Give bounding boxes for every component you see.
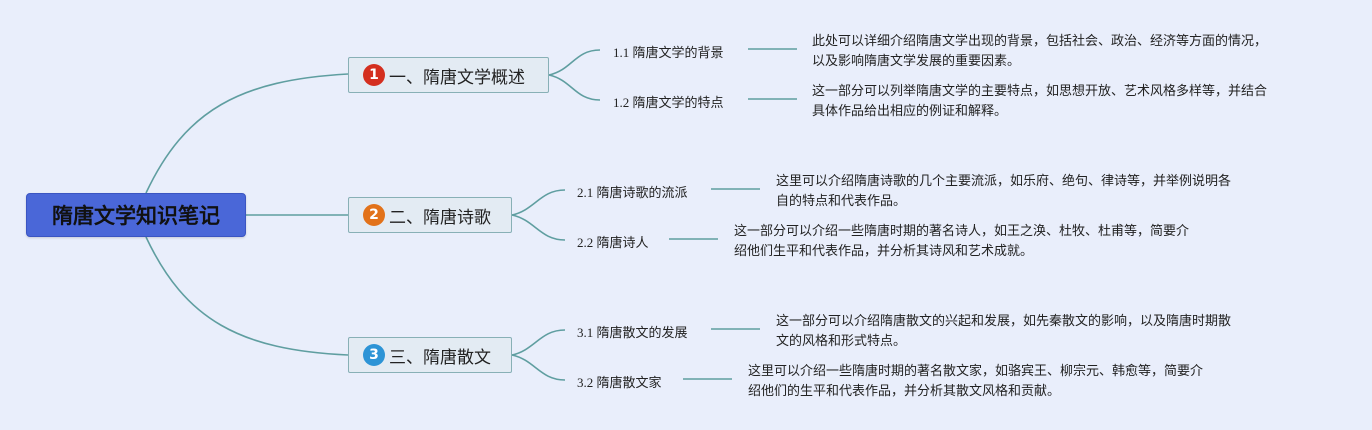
description-line: 以及影响隋唐文学发展的重要因素。: [812, 54, 1021, 69]
subtopic-label: 隋唐散文的发展: [596, 326, 688, 341]
description-line: 此处可以详细介绍隋唐文学出现的背景，包括社会、政治、经济等方面的情况，: [812, 34, 1268, 49]
subtopic-label: 隋唐文学的背景: [632, 46, 724, 61]
root-title: 隋唐文学知识笔记: [52, 204, 220, 228]
subtopic-3-2[interactable]: 3.2 隋唐散文家: [577, 372, 662, 391]
branch-label: 三、隋唐散文: [389, 347, 491, 368]
description-line: 自的特点和代表作品。: [776, 194, 907, 209]
subtopic-1-2[interactable]: 1.2 隋唐文学的特点: [613, 92, 724, 111]
connector-branch-2-sub-1: [511, 189, 566, 216]
subtopic-number: 1.2: [613, 95, 630, 110]
subtopic-number: 3.2: [577, 375, 594, 390]
number-badge-2-icon: 2: [363, 204, 385, 226]
connector-root-branch-1: [145, 73, 349, 194]
subtopic-label: 隋唐文学的特点: [632, 96, 724, 111]
description-line: 这一部分可以介绍一些隋唐时期的著名诗人，如王之涣、杜牧、杜甫等，简要介: [734, 224, 1190, 239]
connector-branch-3-sub-2: [511, 354, 566, 381]
connector-branch-1-sub-1: [548, 49, 601, 76]
branch-topic-poetry[interactable]: 2 二、隋唐诗歌: [348, 197, 512, 233]
connector-root-branch-3: [145, 236, 349, 356]
subtopic-number: 2.1: [577, 185, 594, 200]
subtopic-label: 隋唐诗歌的流派: [596, 186, 688, 201]
description-3-1[interactable]: 这一部分可以介绍隋唐散文的兴起和发展，如先秦散文的影响，以及隋唐时期散 文的风格…: [776, 312, 1231, 352]
subtopic-number: 3.1: [577, 325, 594, 340]
description-2-1[interactable]: 这里可以介绍隋唐诗歌的几个主要流派，如乐府、绝句、律诗等，并举例说明各 自的特点…: [776, 172, 1231, 212]
description-line: 这里可以介绍一些隋唐时期的著名散文家，如骆宾王、柳宗元、韩愈等，简要介: [748, 364, 1204, 379]
branch-label: 一、隋唐文学概述: [389, 67, 525, 88]
branch-topic-overview[interactable]: 1 一、隋唐文学概述: [348, 57, 549, 93]
connector-branch-2-sub-2: [511, 214, 566, 241]
description-1-2[interactable]: 这一部分可以列举隋唐文学的主要特点，如思想开放、艺术风格多样等，并结合 具体作品…: [812, 82, 1267, 122]
description-line: 这一部分可以介绍隋唐散文的兴起和发展，如先秦散文的影响，以及隋唐时期散: [776, 314, 1232, 329]
subtopic-2-2[interactable]: 2.2 隋唐诗人: [577, 232, 649, 251]
branch-label: 二、隋唐诗歌: [389, 207, 491, 228]
connector-branch-1-sub-2: [548, 74, 601, 101]
number-badge-3-icon: 3: [363, 344, 385, 366]
subtopic-3-1[interactable]: 3.1 隋唐散文的发展: [577, 322, 688, 341]
subtopic-number: 2.2: [577, 235, 594, 250]
connector-branch-3-sub-1: [511, 329, 566, 356]
description-line: 绍他们的生平和代表作品，并分析其散文风格和贡献。: [748, 384, 1061, 399]
subtopic-2-1[interactable]: 2.1 隋唐诗歌的流派: [577, 182, 688, 201]
description-line: 绍他们生平和代表作品，并分析其诗风和艺术成就。: [734, 244, 1034, 259]
subtopic-number: 1.1: [613, 45, 630, 60]
description-3-2[interactable]: 这里可以介绍一些隋唐时期的著名散文家，如骆宾王、柳宗元、韩愈等，简要介 绍他们的…: [748, 362, 1203, 402]
description-1-1[interactable]: 此处可以详细介绍隋唐文学出现的背景，包括社会、政治、经济等方面的情况， 以及影响…: [812, 32, 1267, 72]
subtopic-1-1[interactable]: 1.1 隋唐文学的背景: [613, 42, 724, 61]
description-line: 具体作品给出相应的例证和解释。: [812, 104, 1008, 119]
subtopic-label: 隋唐散文家: [596, 376, 662, 391]
number-badge-1-icon: 1: [363, 64, 385, 86]
description-line: 文的风格和形式特点。: [776, 334, 907, 349]
description-line: 这一部分可以列举隋唐文学的主要特点，如思想开放、艺术风格多样等，并结合: [812, 84, 1268, 99]
subtopic-label: 隋唐诗人: [596, 236, 649, 251]
description-line: 这里可以介绍隋唐诗歌的几个主要流派，如乐府、绝句、律诗等，并举例说明各: [776, 174, 1232, 189]
description-2-2[interactable]: 这一部分可以介绍一些隋唐时期的著名诗人，如王之涣、杜牧、杜甫等，简要介 绍他们生…: [734, 222, 1189, 262]
root-topic[interactable]: 隋唐文学知识笔记: [26, 193, 246, 237]
branch-topic-prose[interactable]: 3 三、隋唐散文: [348, 337, 512, 373]
